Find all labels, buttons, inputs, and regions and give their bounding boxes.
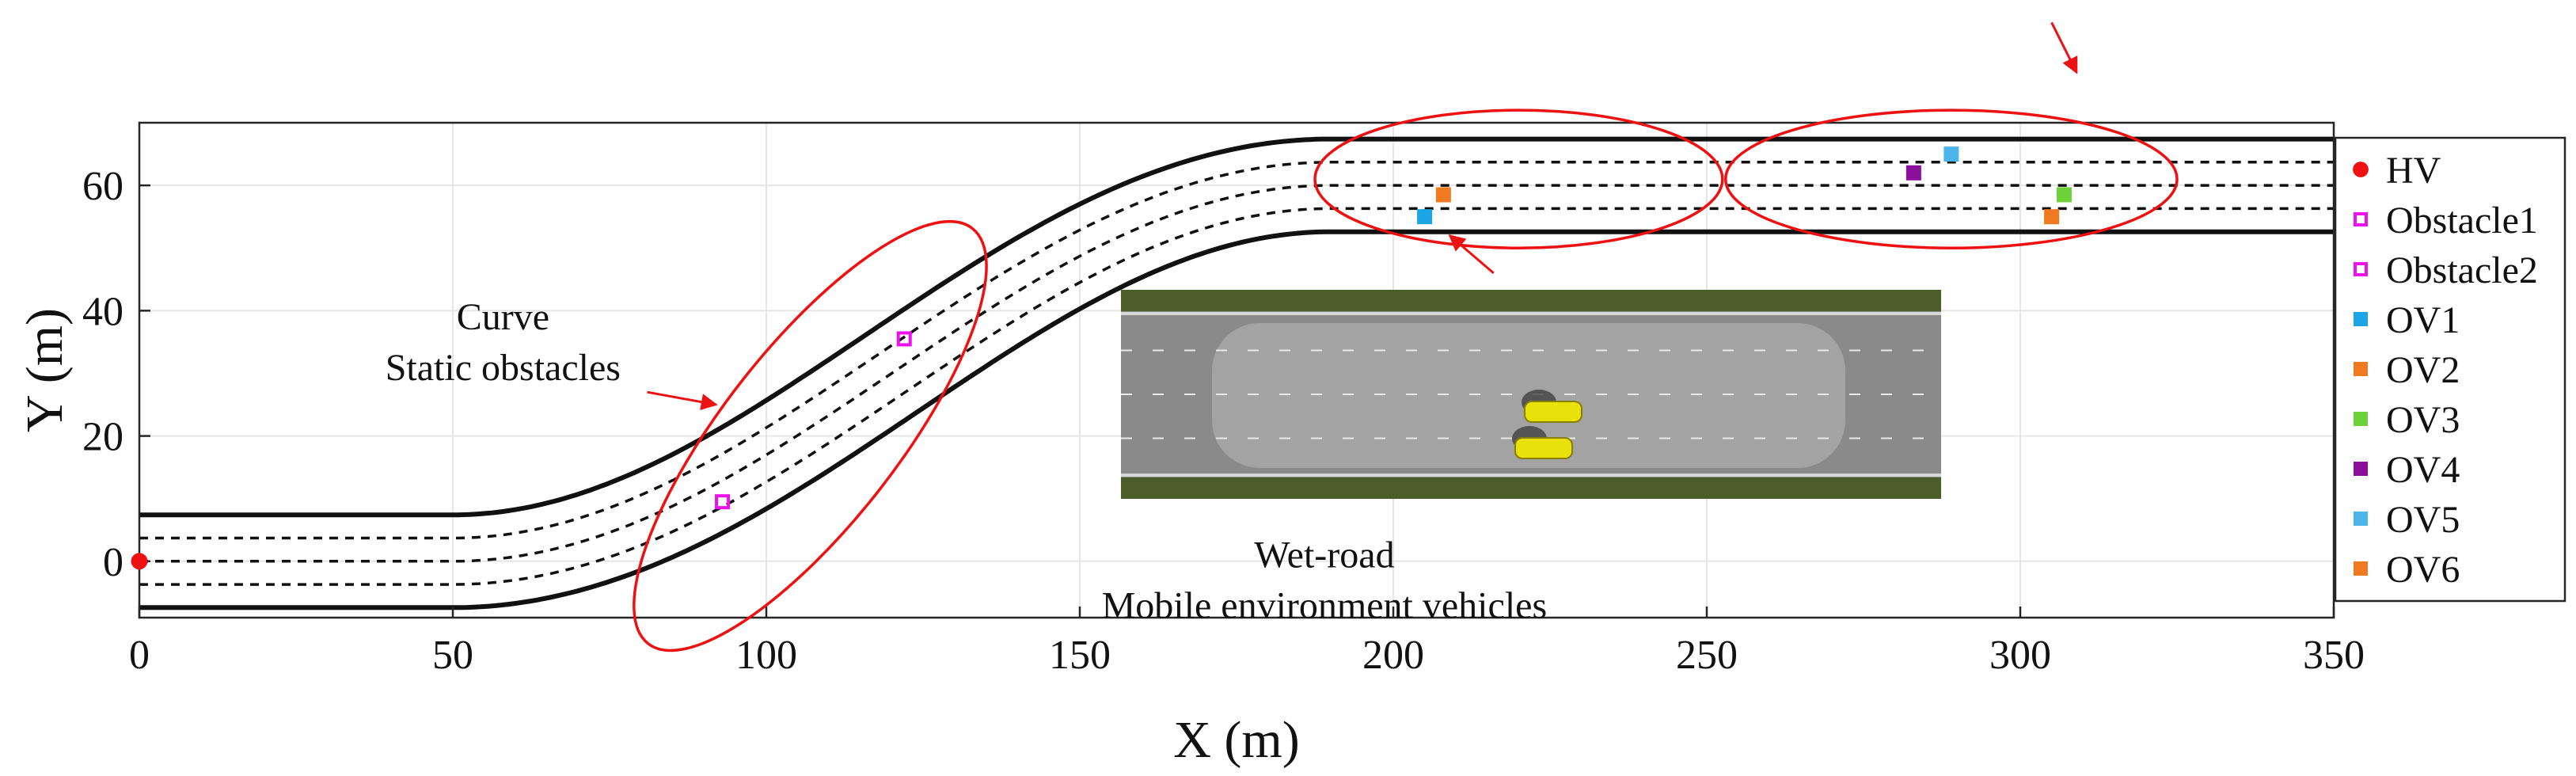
x-tick-label: 200 (1362, 633, 1424, 678)
legend-marker-ov1 (2354, 312, 2368, 326)
road-edge-line (139, 229, 2334, 611)
x-tick-label: 350 (2303, 633, 2365, 678)
y-tick-label: 0 (103, 540, 123, 585)
wet-road-inset (1121, 290, 1941, 499)
x-tick-label: 250 (1676, 633, 1738, 678)
x-tick-label: 300 (1989, 633, 2051, 678)
annotation-text: Static obstacles (386, 347, 621, 389)
marker-ov6 (2044, 209, 2060, 225)
axes-frame (138, 121, 2335, 619)
legend-marker-ov6 (2354, 561, 2368, 576)
annotation-arrow (647, 390, 718, 410)
x-tick-label: 150 (1049, 633, 1111, 678)
marker-ov3 (2056, 187, 2072, 203)
x-tick-label: 0 (129, 633, 150, 678)
legend-marker-ov3 (2354, 412, 2368, 426)
axis-labels: X (m) Y (m) (16, 308, 1300, 769)
marker-obstacle1 (715, 494, 731, 510)
y-tick-label: 20 (82, 415, 123, 460)
marker-obstacle2 (896, 331, 912, 347)
legend-label-hv: HV (2386, 150, 2441, 192)
y-tick-label: 40 (82, 289, 123, 334)
legend-marker-obstacle2 (2354, 262, 2368, 276)
vehicle-body (1524, 401, 1582, 423)
annotation-text: Wet-road (1254, 534, 1394, 576)
annotation-arrow (2050, 21, 2078, 74)
annotation-arrow (1448, 234, 1495, 275)
marker-ov1 (1417, 209, 1433, 225)
annotation-ellipse (1313, 108, 1724, 249)
marker-hv (131, 553, 148, 570)
x-tick-label: 100 (735, 633, 797, 678)
x-axis-label: X (m) (1173, 711, 1299, 769)
annotation-text: Curve (457, 296, 549, 338)
lane-divider-line (139, 161, 2334, 540)
road-edge-line (139, 136, 2334, 518)
plot-area: 0 50 100 150 200 250 300 350 0 20 40 60CurveStatic … (82, 21, 2365, 678)
marker-ov2 (1435, 187, 1451, 203)
legend-label-ov2: OV2 (2386, 349, 2460, 391)
annotation-ellipse (633, 219, 988, 652)
legend-marker-ov2 (2354, 362, 2368, 376)
legend-marker-ov4 (2354, 462, 2368, 476)
legend-label-ov5: OV5 (2386, 499, 2460, 541)
legend-label-ov1: OV1 (2386, 299, 2460, 341)
legend-marker-obstacle1 (2354, 212, 2368, 226)
legend-label-obstacle2: Obstacle2 (2386, 249, 2538, 291)
legend-label-ov6: OV6 (2386, 549, 2460, 591)
legend-label-ov4: OV4 (2386, 449, 2460, 491)
marker-ov4 (1905, 165, 1921, 181)
y-axis-label: Y (m) (16, 308, 74, 432)
x-tick-label: 50 (432, 633, 473, 678)
legend-marker-hv (2353, 162, 2369, 177)
legend-label-ov3: OV3 (2386, 399, 2460, 441)
lane-divider-line (139, 207, 2334, 586)
annotation-text: Mobile environment vehicles (1102, 585, 1548, 627)
annotation-multi: Multiple mobile environment vehicles (1724, 21, 2179, 249)
marker-ov5 (1943, 146, 1959, 162)
legend-label-obstacle1: Obstacle1 (2386, 200, 2538, 242)
vehicle-body (1514, 437, 1573, 459)
annotation-ellipse (1724, 108, 2179, 249)
lane-divider-line (139, 184, 2334, 563)
legend-box (2334, 136, 2567, 603)
legend-marker-ov5 (2354, 512, 2368, 526)
y-tick-label: 60 (82, 164, 123, 209)
